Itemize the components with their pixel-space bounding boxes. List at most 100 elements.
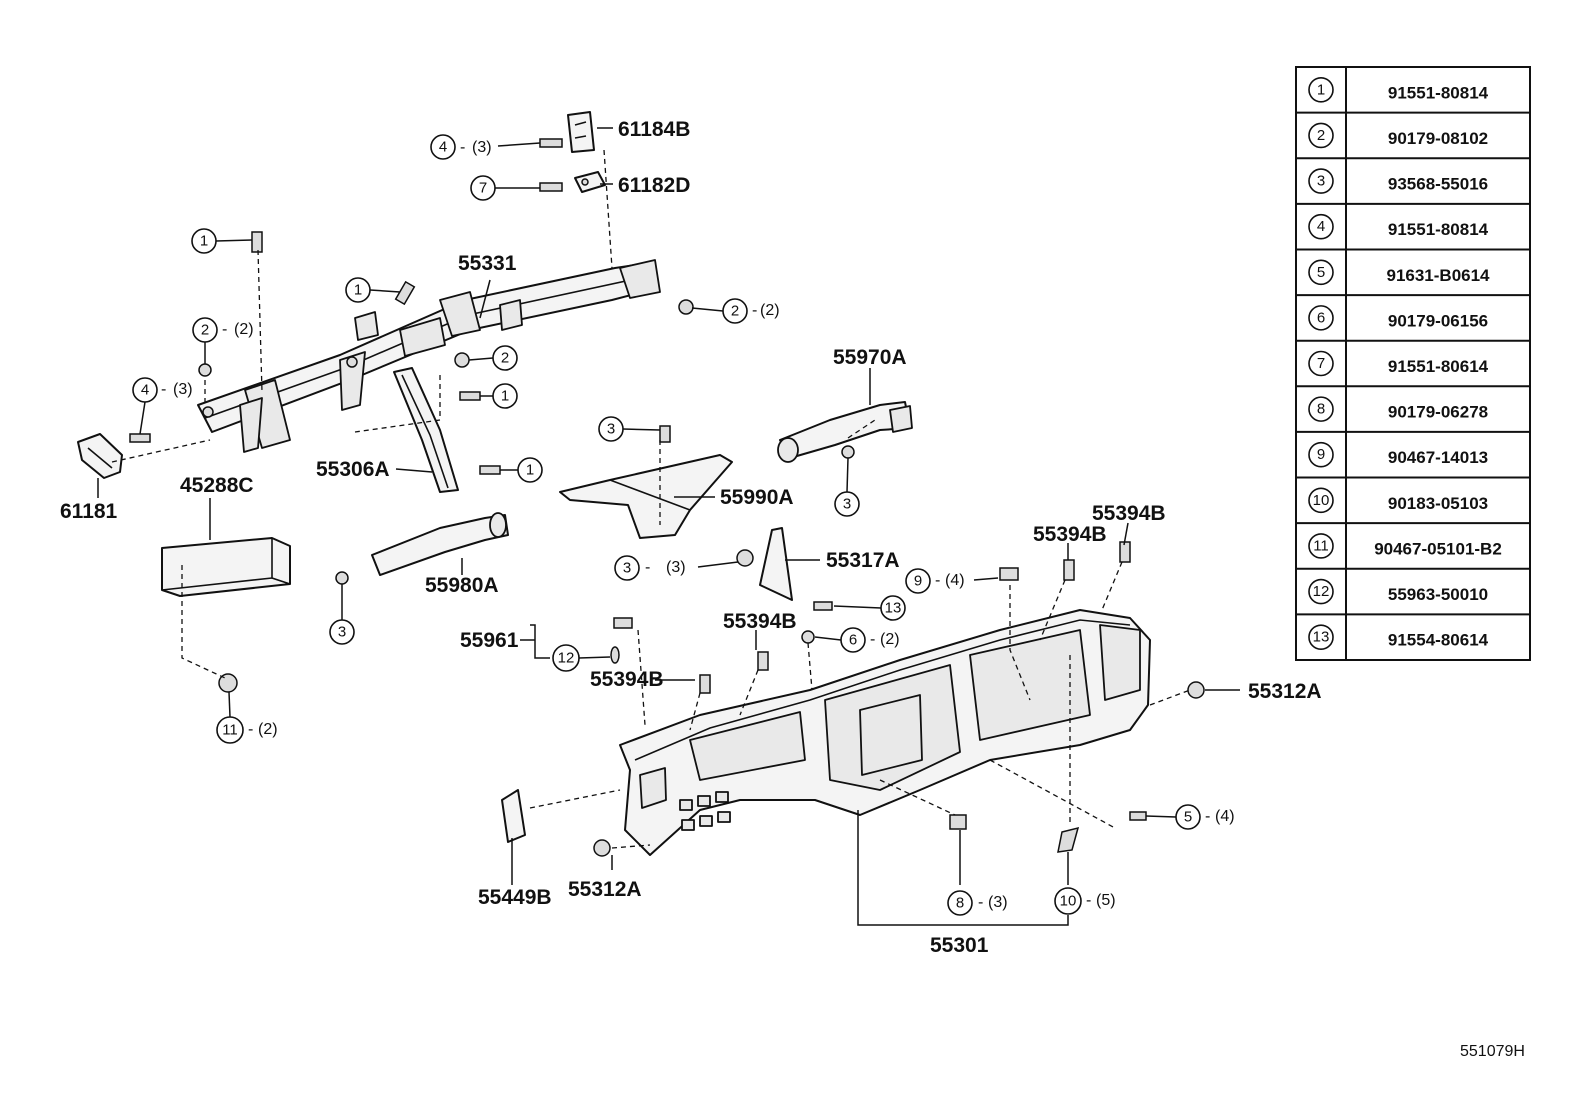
svg-text:-: - <box>460 139 465 156</box>
label-55980A: 55980A <box>425 574 499 597</box>
svg-text:2: 2 <box>501 350 509 367</box>
callout-8: 8 - (3) <box>947 890 1008 916</box>
table-row-part-code: 55963-50010 <box>1388 585 1488 604</box>
svg-text:1: 1 <box>354 282 362 299</box>
svg-text:13: 13 <box>885 600 902 617</box>
table-row-number: 3 <box>1317 173 1325 190</box>
table-row-part-code: 90467-05101-B2 <box>1374 539 1502 558</box>
bracket-61182D-drawing <box>574 171 606 193</box>
table-row-part-code: 91551-80814 <box>1388 220 1489 239</box>
svg-text:2: 2 <box>731 303 739 320</box>
svg-text:(2): (2) <box>258 721 278 738</box>
callout-1-brace-bottom: 1 <box>500 457 543 483</box>
table-row-number: 13 <box>1313 629 1330 646</box>
cover-55449B-drawing <box>501 789 526 843</box>
label-45288C: 45288C <box>180 474 254 497</box>
table-row-number: 4 <box>1317 218 1325 235</box>
table-row-callout-circle <box>1308 350 1334 377</box>
table-row-number: 8 <box>1317 401 1325 418</box>
svg-text:5: 5 <box>1184 809 1192 826</box>
svg-text:-: - <box>870 631 875 648</box>
svg-text:7: 7 <box>479 180 487 197</box>
callout-10: 10 - (5) <box>1054 887 1116 915</box>
svg-text:(3): (3) <box>666 559 686 576</box>
label-55394B-far-right: 55394B <box>1092 502 1166 525</box>
svg-text:-: - <box>752 302 757 319</box>
svg-text:1: 1 <box>501 388 509 405</box>
bracket-55317A-drawing <box>759 527 793 601</box>
label-55331: 55331 <box>458 252 517 275</box>
svg-text:3: 3 <box>843 496 851 513</box>
svg-text:4: 4 <box>141 382 149 399</box>
table-row-part-code: 90179-06278 <box>1388 403 1488 422</box>
bracket-61181-drawing <box>77 433 123 479</box>
svg-text:-: - <box>1086 892 1091 909</box>
label-55961: 55961 <box>460 629 519 652</box>
duct-55970A-drawing <box>777 401 913 463</box>
label-61182D: 61182D <box>618 174 690 197</box>
callout-12: 12 <box>552 644 611 672</box>
callout-1-top: 1 <box>191 228 253 254</box>
bracket-61184B-drawing <box>567 111 595 153</box>
table-row-number: 5 <box>1317 264 1325 281</box>
svg-text:-: - <box>248 721 253 738</box>
table-row-part-code: 91631-B0614 <box>1386 266 1490 285</box>
callout-11: 11 - (2) <box>216 691 278 744</box>
label-55990A: 55990A <box>720 486 794 509</box>
label-55312A-right: 55312A <box>1248 680 1322 703</box>
svg-text:(3): (3) <box>173 381 193 398</box>
svg-text:(2): (2) <box>234 321 254 338</box>
diagram-reference-code: 551079H <box>1460 1043 1525 1060</box>
brace-55306A-drawing <box>393 367 459 493</box>
table-row-callout-circle <box>1308 624 1334 650</box>
svg-text:-: - <box>935 572 940 589</box>
svg-text:-: - <box>161 381 166 398</box>
svg-text:6: 6 <box>849 632 857 649</box>
table-row-number: 6 <box>1317 309 1325 326</box>
svg-text:12: 12 <box>558 650 575 667</box>
svg-text:(2): (2) <box>760 302 780 319</box>
label-55394B-left: 55394B <box>590 668 664 691</box>
table-row-part-code: 90179-06156 <box>1388 311 1488 330</box>
callout-1-beam: 1 <box>345 277 401 303</box>
table-row-callout-circle <box>1308 259 1334 286</box>
table-row-part-code: 93568-55016 <box>1388 175 1488 194</box>
table-row-part-code: 90179-08102 <box>1388 129 1488 148</box>
table-row-part-code: 91551-80814 <box>1388 83 1489 102</box>
callouts: 4 - (3) 7 1 1 2 - (2) <box>132 134 1235 916</box>
part-labels: 61184B 61182D 55331 55970A 55306A 45288C… <box>60 118 1322 957</box>
callout-6: 6 - (2) <box>814 627 900 653</box>
label-55306A: 55306A <box>316 458 390 481</box>
table-row-number: 12 <box>1313 583 1330 600</box>
svg-text:3: 3 <box>623 560 631 577</box>
callout-3-duct-left: 3 <box>329 584 355 645</box>
callout-3-duct-right: 3 <box>834 457 860 517</box>
panel-45288C-drawing <box>161 537 291 597</box>
svg-text:3: 3 <box>338 624 346 641</box>
callout-7: 7 <box>470 175 540 201</box>
table-row-callout-circle <box>1308 122 1334 149</box>
callout-3-bracket: 3 - (3) <box>614 555 739 581</box>
callout-5: 5 - (4) <box>1145 804 1235 830</box>
callout-1-brace-top: 1 <box>480 383 518 409</box>
label-55317A: 55317A <box>826 549 900 572</box>
table-row-callout-circle <box>1308 213 1334 240</box>
assembly-lines <box>111 149 1191 849</box>
svg-text:11: 11 <box>222 722 238 739</box>
callout-4-left: 4 - (3) <box>132 377 193 435</box>
svg-text:-: - <box>978 894 983 911</box>
callout-2-center: 2 <box>468 345 518 371</box>
table-row-callout-circle <box>1308 578 1334 605</box>
svg-text:2: 2 <box>201 322 209 339</box>
callout-4-top: 4 - (3) <box>430 134 541 160</box>
callout-2-beam-right: 2 - (2) <box>691 298 780 324</box>
label-55394B-center: 55394B <box>723 610 797 633</box>
callout-13: 13 <box>833 595 906 621</box>
label-55301: 55301 <box>930 934 989 957</box>
callout-9: 9 - (4) <box>905 568 999 594</box>
table-row-callout-circle <box>1308 441 1334 468</box>
table-row-part-code: 90183-05103 <box>1388 494 1488 513</box>
svg-text:-: - <box>645 559 650 576</box>
